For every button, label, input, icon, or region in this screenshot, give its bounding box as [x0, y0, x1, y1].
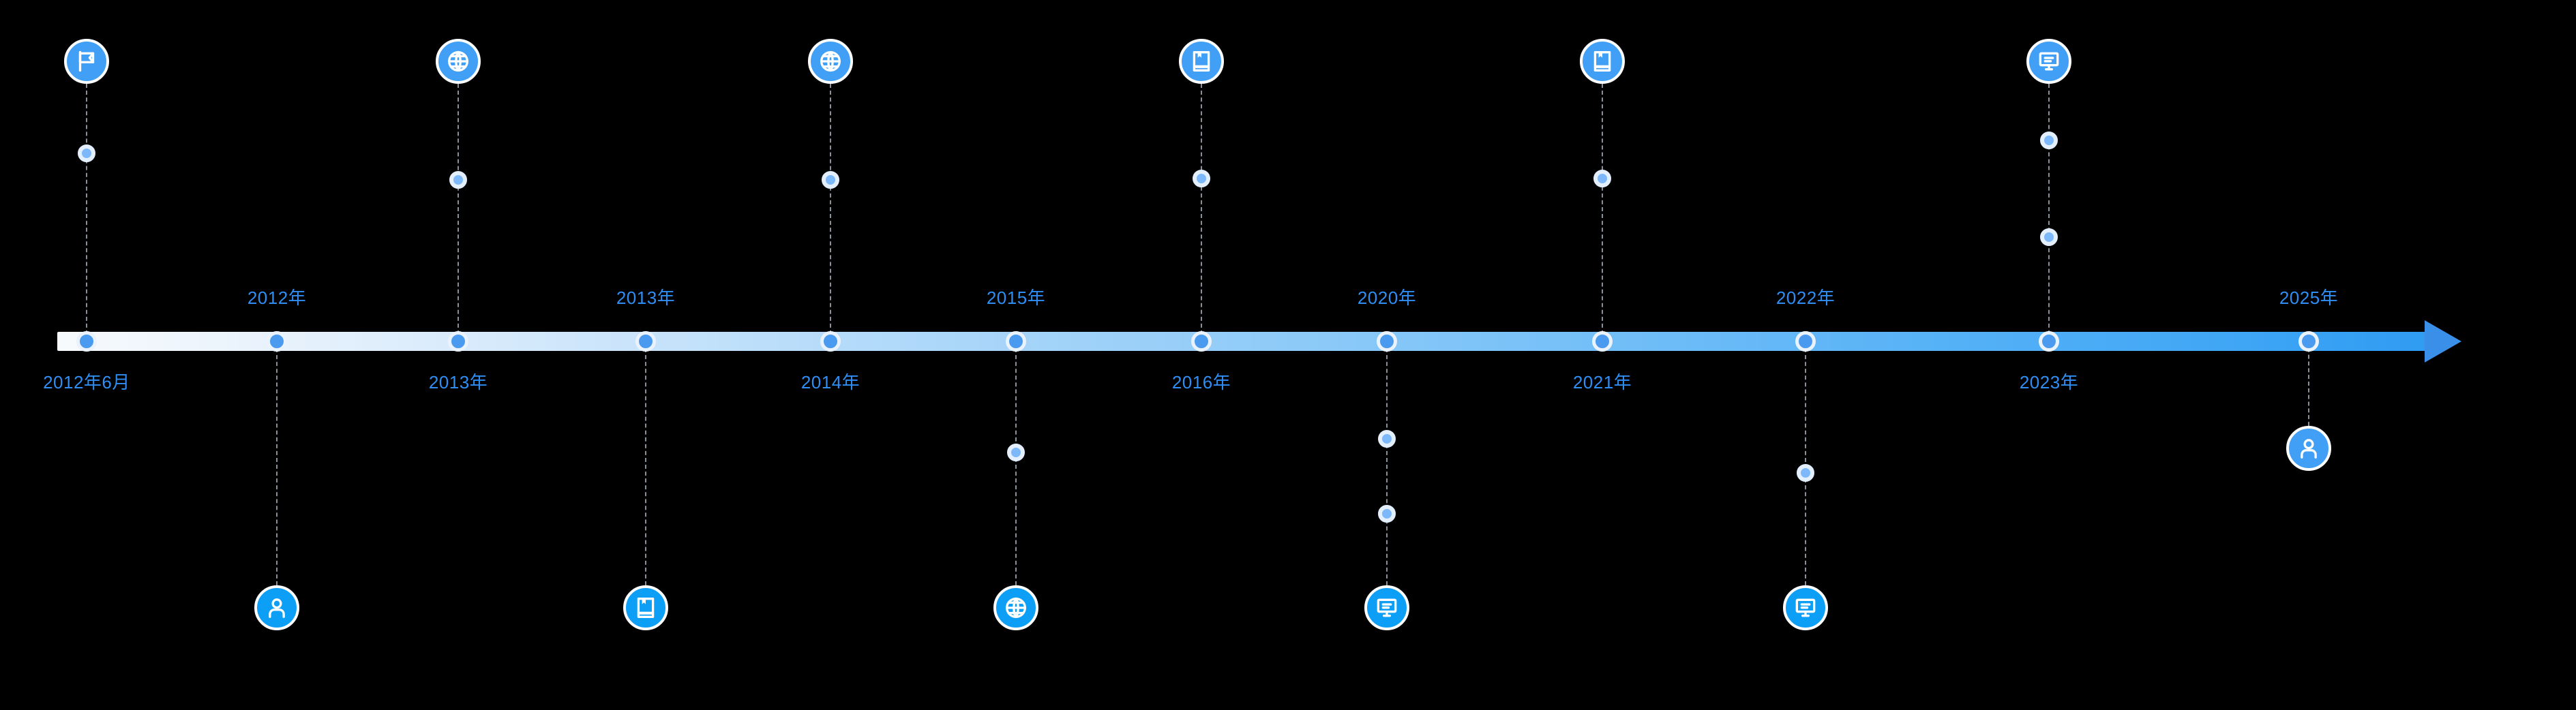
node-connector-line	[1201, 84, 1203, 341]
year-label: 2013年	[616, 288, 676, 308]
presentation-icon[interactable]	[1783, 585, 1828, 630]
year-label: 2021年	[1572, 372, 1632, 392]
axis-marker-dot[interactable]	[1795, 331, 1816, 352]
node-connector-line	[2308, 341, 2311, 426]
person-icon[interactable]	[2286, 426, 2331, 471]
globe-icon[interactable]	[436, 39, 481, 84]
node-milestone-dot[interactable]	[2040, 132, 2058, 149]
book-icon[interactable]	[1580, 39, 1625, 84]
node-connector-line	[1602, 84, 1604, 341]
node-milestone-dot[interactable]	[1007, 444, 1025, 461]
axis-marker-dot[interactable]	[2039, 331, 2059, 352]
node-connector-line	[2048, 84, 2051, 341]
book-icon[interactable]	[1179, 39, 1224, 84]
node-connector-line	[645, 341, 648, 585]
node-milestone-dot[interactable]	[2040, 228, 2058, 246]
axis-marker-dot[interactable]	[448, 331, 468, 352]
node-milestone-dot[interactable]	[1193, 170, 1210, 187]
year-label: 2013年	[428, 372, 488, 392]
node-milestone-dot[interactable]	[1378, 505, 1396, 523]
year-label: 2012年6月	[43, 372, 130, 392]
year-label: 2012年	[247, 288, 307, 308]
axis-marker-dot[interactable]	[267, 331, 287, 352]
year-label: 2016年	[1171, 372, 1231, 392]
globe-icon[interactable]	[808, 39, 853, 84]
node-milestone-dot[interactable]	[1593, 170, 1611, 187]
node-connector-line	[1386, 341, 1389, 585]
node-connector-line	[830, 84, 833, 341]
presentation-icon[interactable]	[2026, 39, 2071, 84]
year-label: 2022年	[1776, 288, 1836, 308]
year-label: 2014年	[800, 372, 860, 392]
node-connector-line	[86, 84, 89, 341]
book-icon[interactable]	[623, 585, 668, 630]
node-milestone-dot[interactable]	[449, 171, 467, 189]
axis-marker-dot[interactable]	[76, 331, 97, 352]
axis-marker-dot[interactable]	[1006, 331, 1026, 352]
year-label: 2025年	[2279, 288, 2339, 308]
timeline-axis-bar	[57, 332, 2429, 351]
timeline-arrow-head-icon	[2425, 320, 2461, 362]
node-connector-line	[276, 341, 279, 585]
axis-marker-dot[interactable]	[820, 331, 841, 352]
year-label: 2020年	[1357, 288, 1417, 308]
year-label: 2015年	[986, 288, 1046, 308]
presentation-icon[interactable]	[1364, 585, 1409, 630]
flag-icon[interactable]	[64, 39, 109, 84]
year-label: 2023年	[2019, 372, 2079, 392]
axis-marker-dot[interactable]	[1592, 331, 1613, 352]
node-connector-line	[458, 84, 460, 341]
axis-marker-dot[interactable]	[2298, 331, 2319, 352]
node-milestone-dot[interactable]	[1378, 430, 1396, 448]
node-connector-line	[1015, 341, 1018, 585]
axis-marker-dot[interactable]	[635, 331, 656, 352]
axis-marker-dot[interactable]	[1377, 331, 1397, 352]
globe-icon[interactable]	[993, 585, 1038, 630]
axis-marker-dot[interactable]	[1191, 331, 1212, 352]
node-milestone-dot[interactable]	[822, 171, 839, 189]
node-connector-line	[1805, 341, 1808, 585]
node-milestone-dot[interactable]	[1797, 464, 1814, 482]
node-milestone-dot[interactable]	[78, 144, 95, 162]
person-icon[interactable]	[254, 585, 299, 630]
